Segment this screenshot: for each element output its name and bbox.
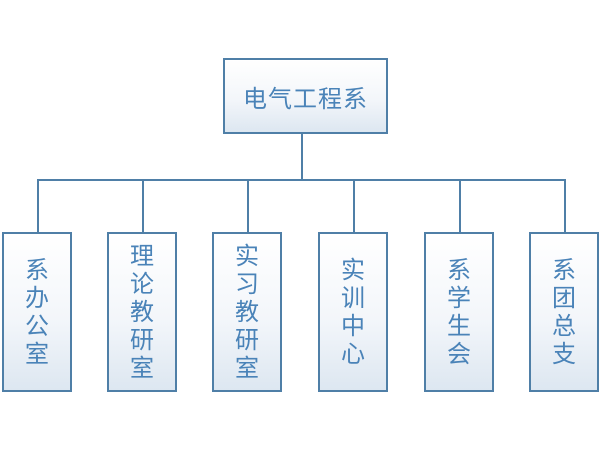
child-node-label: 系学生会 — [446, 256, 471, 368]
child-node-label: 实习教研室 — [234, 242, 259, 382]
root-node: 电气工程系 — [223, 58, 388, 134]
child-connector — [459, 179, 461, 232]
child-node-label: 实训中心 — [340, 256, 365, 368]
child-node: 系学生会 — [424, 232, 494, 392]
child-node-label: 系办公室 — [24, 256, 49, 368]
child-connector — [564, 179, 566, 232]
child-node-label: 系团总支 — [551, 256, 576, 368]
root-node-label: 电气工程系 — [243, 84, 368, 113]
child-node: 系办公室 — [2, 232, 72, 392]
child-node: 理论教研室 — [107, 232, 177, 392]
child-connector — [353, 179, 355, 232]
child-connector — [142, 179, 144, 232]
child-node-label: 理论教研室 — [129, 242, 154, 382]
child-node: 实训中心 — [318, 232, 388, 392]
child-node: 系团总支 — [529, 232, 599, 392]
root-connector — [301, 134, 303, 180]
horizontal-connector — [37, 179, 566, 181]
child-connector — [247, 179, 249, 232]
child-connector — [37, 179, 39, 232]
child-node: 实习教研室 — [212, 232, 282, 392]
